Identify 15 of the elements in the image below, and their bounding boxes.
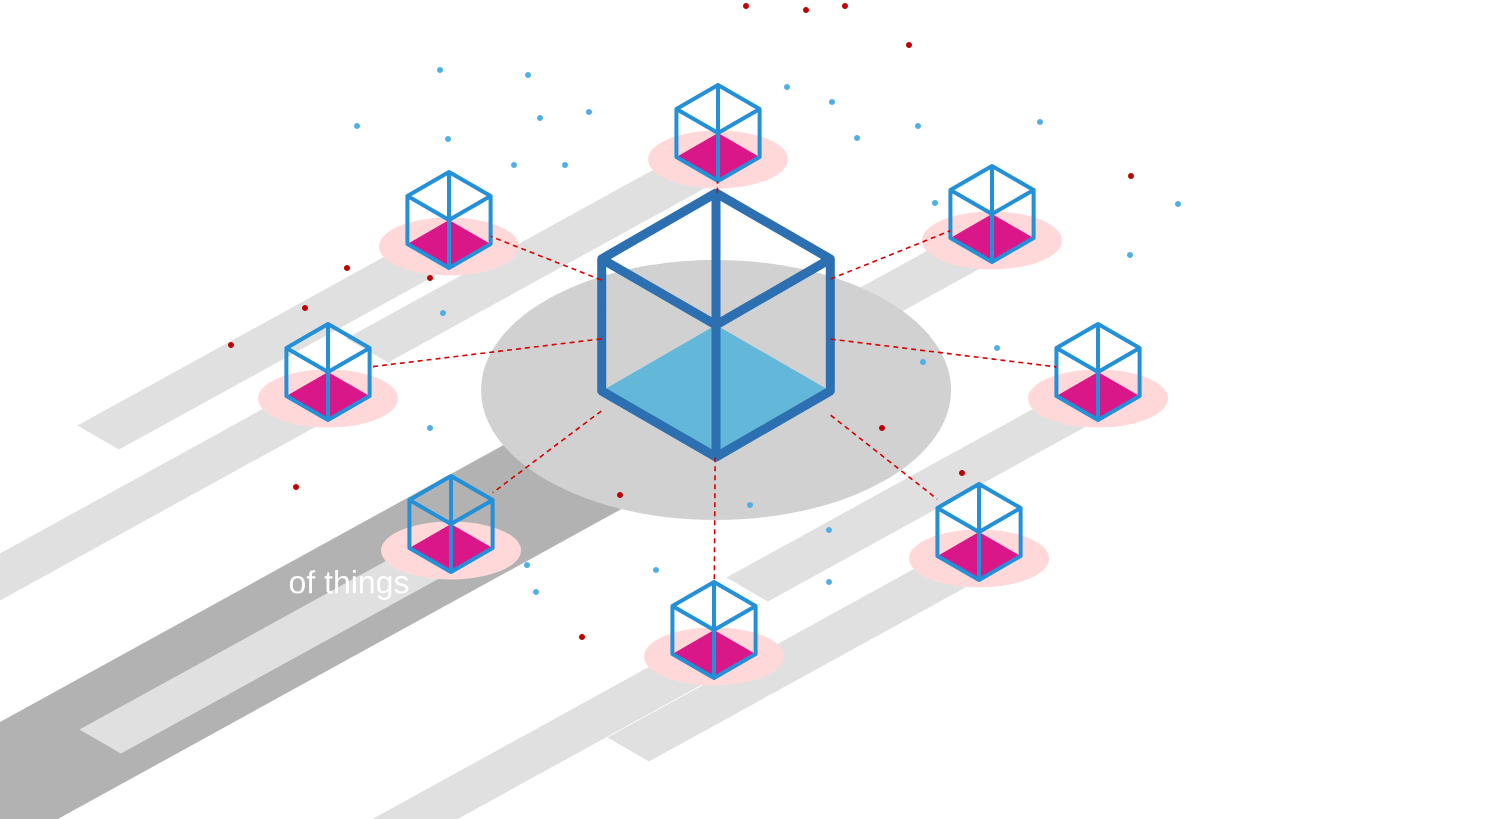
cube-drawing (1028, 322, 1168, 428)
dashed-connector (829, 414, 939, 500)
dashed-connector (489, 235, 603, 281)
cube-drawing (258, 322, 398, 428)
cube-drawing (644, 580, 784, 686)
dashed-connector (829, 338, 1058, 368)
cube-drawing (648, 83, 788, 189)
cube-drawing (922, 164, 1062, 270)
cube-drawing (597, 188, 835, 462)
cube-drawing (379, 170, 519, 276)
dashed-connector (829, 229, 952, 280)
dashed-connector (716, 180, 719, 194)
cube-drawing (909, 482, 1049, 588)
dashed-connector (491, 410, 603, 494)
overlay-text: of things (289, 570, 409, 600)
